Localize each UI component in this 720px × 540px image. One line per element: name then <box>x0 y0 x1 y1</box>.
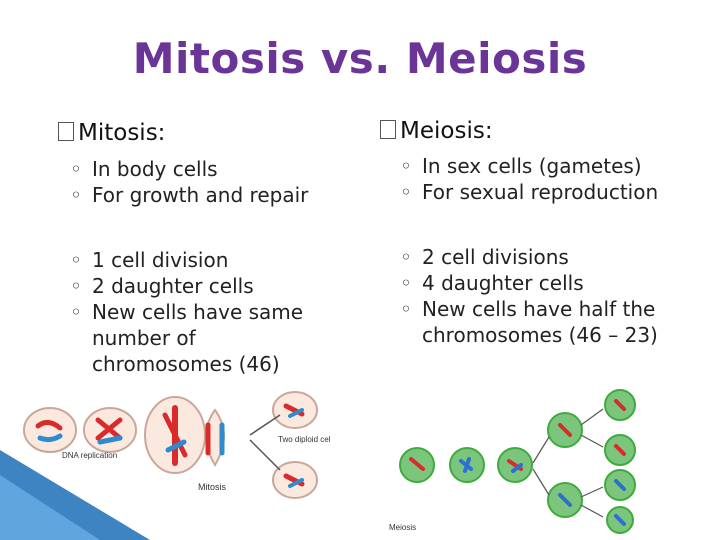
meiosis-diagram: Meiosis <box>385 375 670 535</box>
slide-title: Mitosis vs. Meiosis <box>132 34 588 83</box>
list-item: For growth and repair <box>70 182 370 208</box>
mitosis-heading-label: Mitosis: <box>78 120 166 146</box>
corner-decoration <box>0 475 100 540</box>
meiosis-heading: Meiosis: <box>380 118 493 144</box>
list-item: For sexual reproduction <box>400 179 710 205</box>
list-item: 1 cell division <box>70 247 340 273</box>
caption-mitosis: Mitosis <box>198 482 227 492</box>
list-item: New cells have same number of chromosome… <box>70 299 340 377</box>
meiosis-list-1: In sex cells (gametes) For sexual reprod… <box>400 153 710 205</box>
meiosis-heading-label: Meiosis: <box>400 118 493 144</box>
caption-meiosis: Meiosis <box>389 523 416 532</box>
cell-icon <box>23 407 77 453</box>
mitosis-list-2: 1 cell division 2 daughter cells New cel… <box>70 247 340 377</box>
caption-replication: DNA replication <box>62 451 117 460</box>
checkbox-bullet-icon <box>58 122 74 141</box>
meiosis-list-2: 2 cell divisions 4 daughter cells New ce… <box>400 244 710 348</box>
arrow-icon <box>532 408 604 518</box>
mitosis-diagram: DNA replication Two diploid cells Mitosi… <box>0 391 330 540</box>
caption-two-cells: Two diploid cells <box>278 435 330 444</box>
list-item: New cells have half the chromosomes (46 … <box>400 296 710 348</box>
list-item: In body cells <box>70 156 370 182</box>
mitosis-heading: Mitosis: <box>58 120 165 146</box>
list-item: 4 daughter cells <box>400 270 710 296</box>
list-item: In sex cells (gametes) <box>400 153 710 179</box>
mitosis-list-1: In body cells For growth and repair <box>70 156 370 208</box>
checkbox-bullet-icon <box>380 120 396 139</box>
list-item: 2 daughter cells <box>70 273 340 299</box>
list-item: 2 cell divisions <box>400 244 710 270</box>
arrow-icon <box>249 414 281 471</box>
